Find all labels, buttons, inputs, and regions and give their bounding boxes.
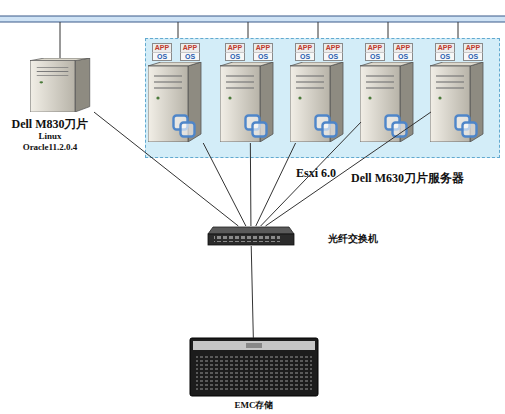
app-icon: APP — [435, 43, 455, 52]
os-icon: OS — [295, 52, 315, 61]
fibre-link — [94, 112, 238, 226]
esxi-host: APPOSAPPOS — [291, 41, 349, 143]
m830-tower — [30, 58, 90, 112]
storage-name: EMC存储 — [190, 399, 318, 412]
m630-tower — [430, 62, 483, 142]
storage-grill — [196, 354, 312, 392]
os-icon: OS — [463, 52, 483, 61]
switch-top — [208, 227, 294, 234]
vmware-logo — [456, 116, 477, 137]
os-name: Linux — [0, 131, 105, 141]
os-icon: OS — [435, 52, 455, 61]
os-icon: OS — [225, 52, 245, 61]
app-icon: APP — [393, 43, 413, 52]
m630-tower — [290, 62, 343, 142]
vmware-logo — [316, 116, 337, 137]
fibre-link — [203, 143, 246, 226]
fibre-link — [250, 143, 252, 226]
os-icon: OS — [253, 52, 273, 61]
esxi-host: APPOSAPPOS — [148, 41, 206, 143]
os-icon: OS — [393, 52, 413, 61]
os-icon: OS — [323, 52, 343, 61]
app-icon: APP — [365, 43, 385, 52]
emc-storage: EMC存储 — [190, 338, 318, 396]
app-icon: APP — [253, 43, 273, 52]
esxi-cluster: Esxi 6.0Dell M630刀片服务器APPOSAPPOSAPPOSAPP… — [145, 38, 500, 158]
hypervisor-version: Esxi 6.0 — [296, 166, 356, 181]
fibre-link — [261, 122, 361, 226]
server-name: Dell M830刀片 — [0, 116, 105, 133]
m630-tower — [220, 62, 273, 142]
switch-front — [208, 234, 294, 245]
switch-name: 光纤交换机 — [328, 232, 408, 246]
os-icon: OS — [152, 52, 172, 61]
vmware-logo — [246, 116, 267, 137]
app-icon: APP — [152, 43, 172, 52]
os-icon: OS — [180, 52, 200, 61]
esxi-host: APPOSAPPOS — [221, 41, 279, 143]
fibre-switch: 光纤交换机 — [208, 226, 294, 246]
app-icon: APP — [323, 43, 343, 52]
m630-tower — [360, 62, 413, 142]
storage-badge — [246, 343, 262, 348]
database-server: Dell M830刀片LinuxOracle11.2.0.4 — [28, 58, 94, 114]
database-version: Oracle11.2.0.4 — [0, 142, 105, 152]
network-bus — [0, 16, 505, 22]
app-icon: APP — [180, 43, 200, 52]
fibre-link — [266, 112, 431, 226]
vmware-logo — [174, 116, 195, 137]
fibre-link — [251, 246, 253, 338]
esxi-host: APPOSAPPOS — [431, 41, 489, 143]
storage-bezel — [193, 341, 315, 350]
esxi-host: APPOSAPPOS — [361, 41, 419, 143]
storage-chassis — [190, 338, 318, 396]
app-icon: APP — [463, 43, 483, 52]
app-icon: APP — [295, 43, 315, 52]
m630-tower — [148, 62, 201, 142]
switch-ports — [214, 236, 280, 242]
vmware-logo — [386, 116, 407, 137]
os-icon: OS — [365, 52, 385, 61]
fibre-link — [256, 143, 296, 226]
cluster-name: Dell M630刀片服务器 — [351, 170, 499, 187]
app-icon: APP — [225, 43, 245, 52]
bus-drop — [60, 22, 61, 60]
